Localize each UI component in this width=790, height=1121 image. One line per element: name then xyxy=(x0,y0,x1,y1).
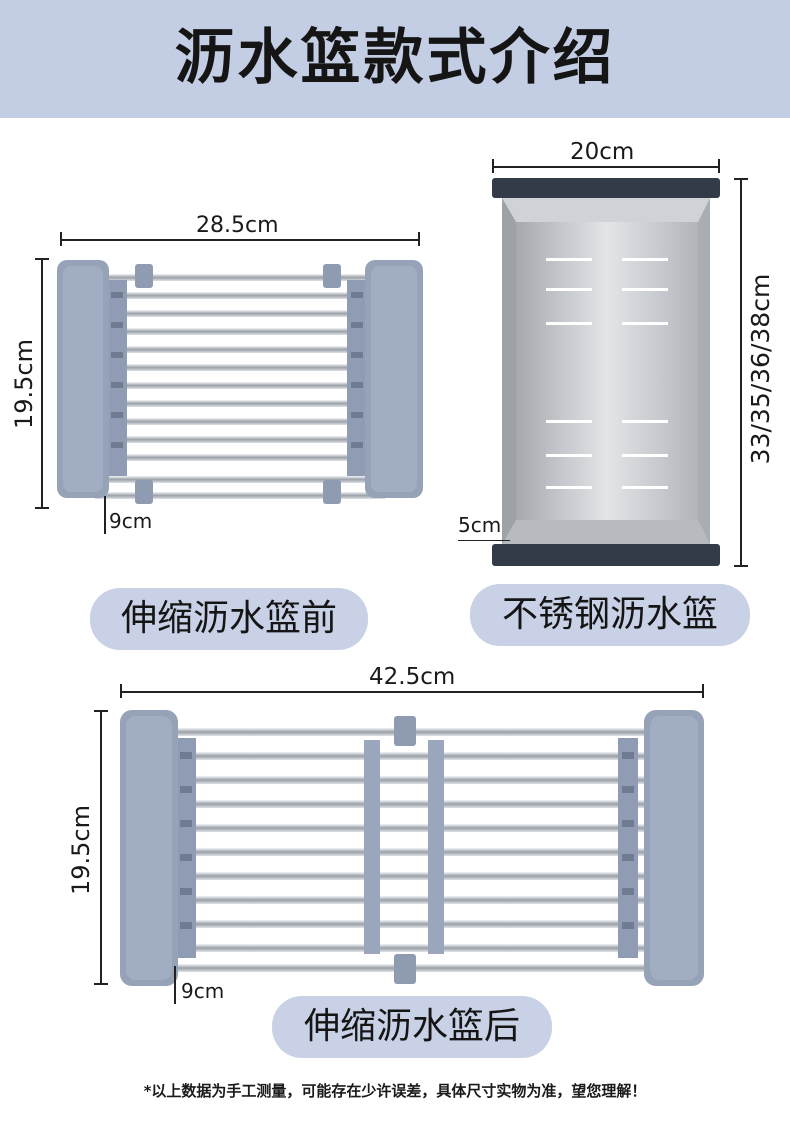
retractable-rack-collapsed-image xyxy=(57,260,423,504)
depth-label: 9cm xyxy=(181,979,225,1003)
width-dimension-line xyxy=(492,166,720,168)
dimension-tick xyxy=(35,507,49,509)
dimension-tick xyxy=(718,159,720,173)
depth-dimension-line xyxy=(104,496,106,534)
length-dimension-line xyxy=(740,178,742,566)
dimension-tick xyxy=(120,684,122,698)
label-pill-after: 伸缩沥水篮后 xyxy=(272,996,552,1058)
depth-label: 9cm xyxy=(109,509,153,533)
length-label: 33/35/36/38cm xyxy=(746,273,775,465)
stainless-basket-image xyxy=(492,178,720,566)
width-label: 20cm xyxy=(570,139,635,165)
height-dimension-line xyxy=(100,710,102,984)
depth-label: 5cm xyxy=(458,513,502,537)
height-dimension-line xyxy=(41,258,43,508)
width-dimension-line xyxy=(120,691,704,693)
dimension-tick xyxy=(35,258,49,260)
dimension-tick xyxy=(734,565,748,567)
height-label: 19.5cm xyxy=(67,805,95,896)
dimension-tick xyxy=(94,983,108,985)
retractable-rack-extended-image xyxy=(120,710,704,986)
dimension-tick xyxy=(94,710,108,712)
depth-dimension-line xyxy=(174,966,176,1004)
height-label: 19.5cm xyxy=(10,339,38,430)
dimension-tick xyxy=(492,159,494,173)
dimension-tick xyxy=(734,178,748,180)
label-pill-steel: 不锈钢沥水篮 xyxy=(470,584,750,646)
footer-disclaimer: *以上数据为手工测量，可能存在少许误差，具体尺寸实物为准，望您理解！ xyxy=(143,1082,647,1100)
width-label: 28.5cm xyxy=(196,213,279,238)
dimension-tick xyxy=(418,232,420,246)
width-label: 42.5cm xyxy=(369,664,456,690)
page-title: 沥水篮款式介绍 xyxy=(174,23,616,93)
depth-dimension-line xyxy=(458,540,510,541)
dimension-tick xyxy=(60,232,62,246)
header-banner: 沥水篮款式介绍 xyxy=(0,0,790,118)
label-pill-before: 伸缩沥水篮前 xyxy=(90,588,368,650)
dimension-tick xyxy=(702,684,704,698)
width-dimension-line xyxy=(60,239,420,241)
